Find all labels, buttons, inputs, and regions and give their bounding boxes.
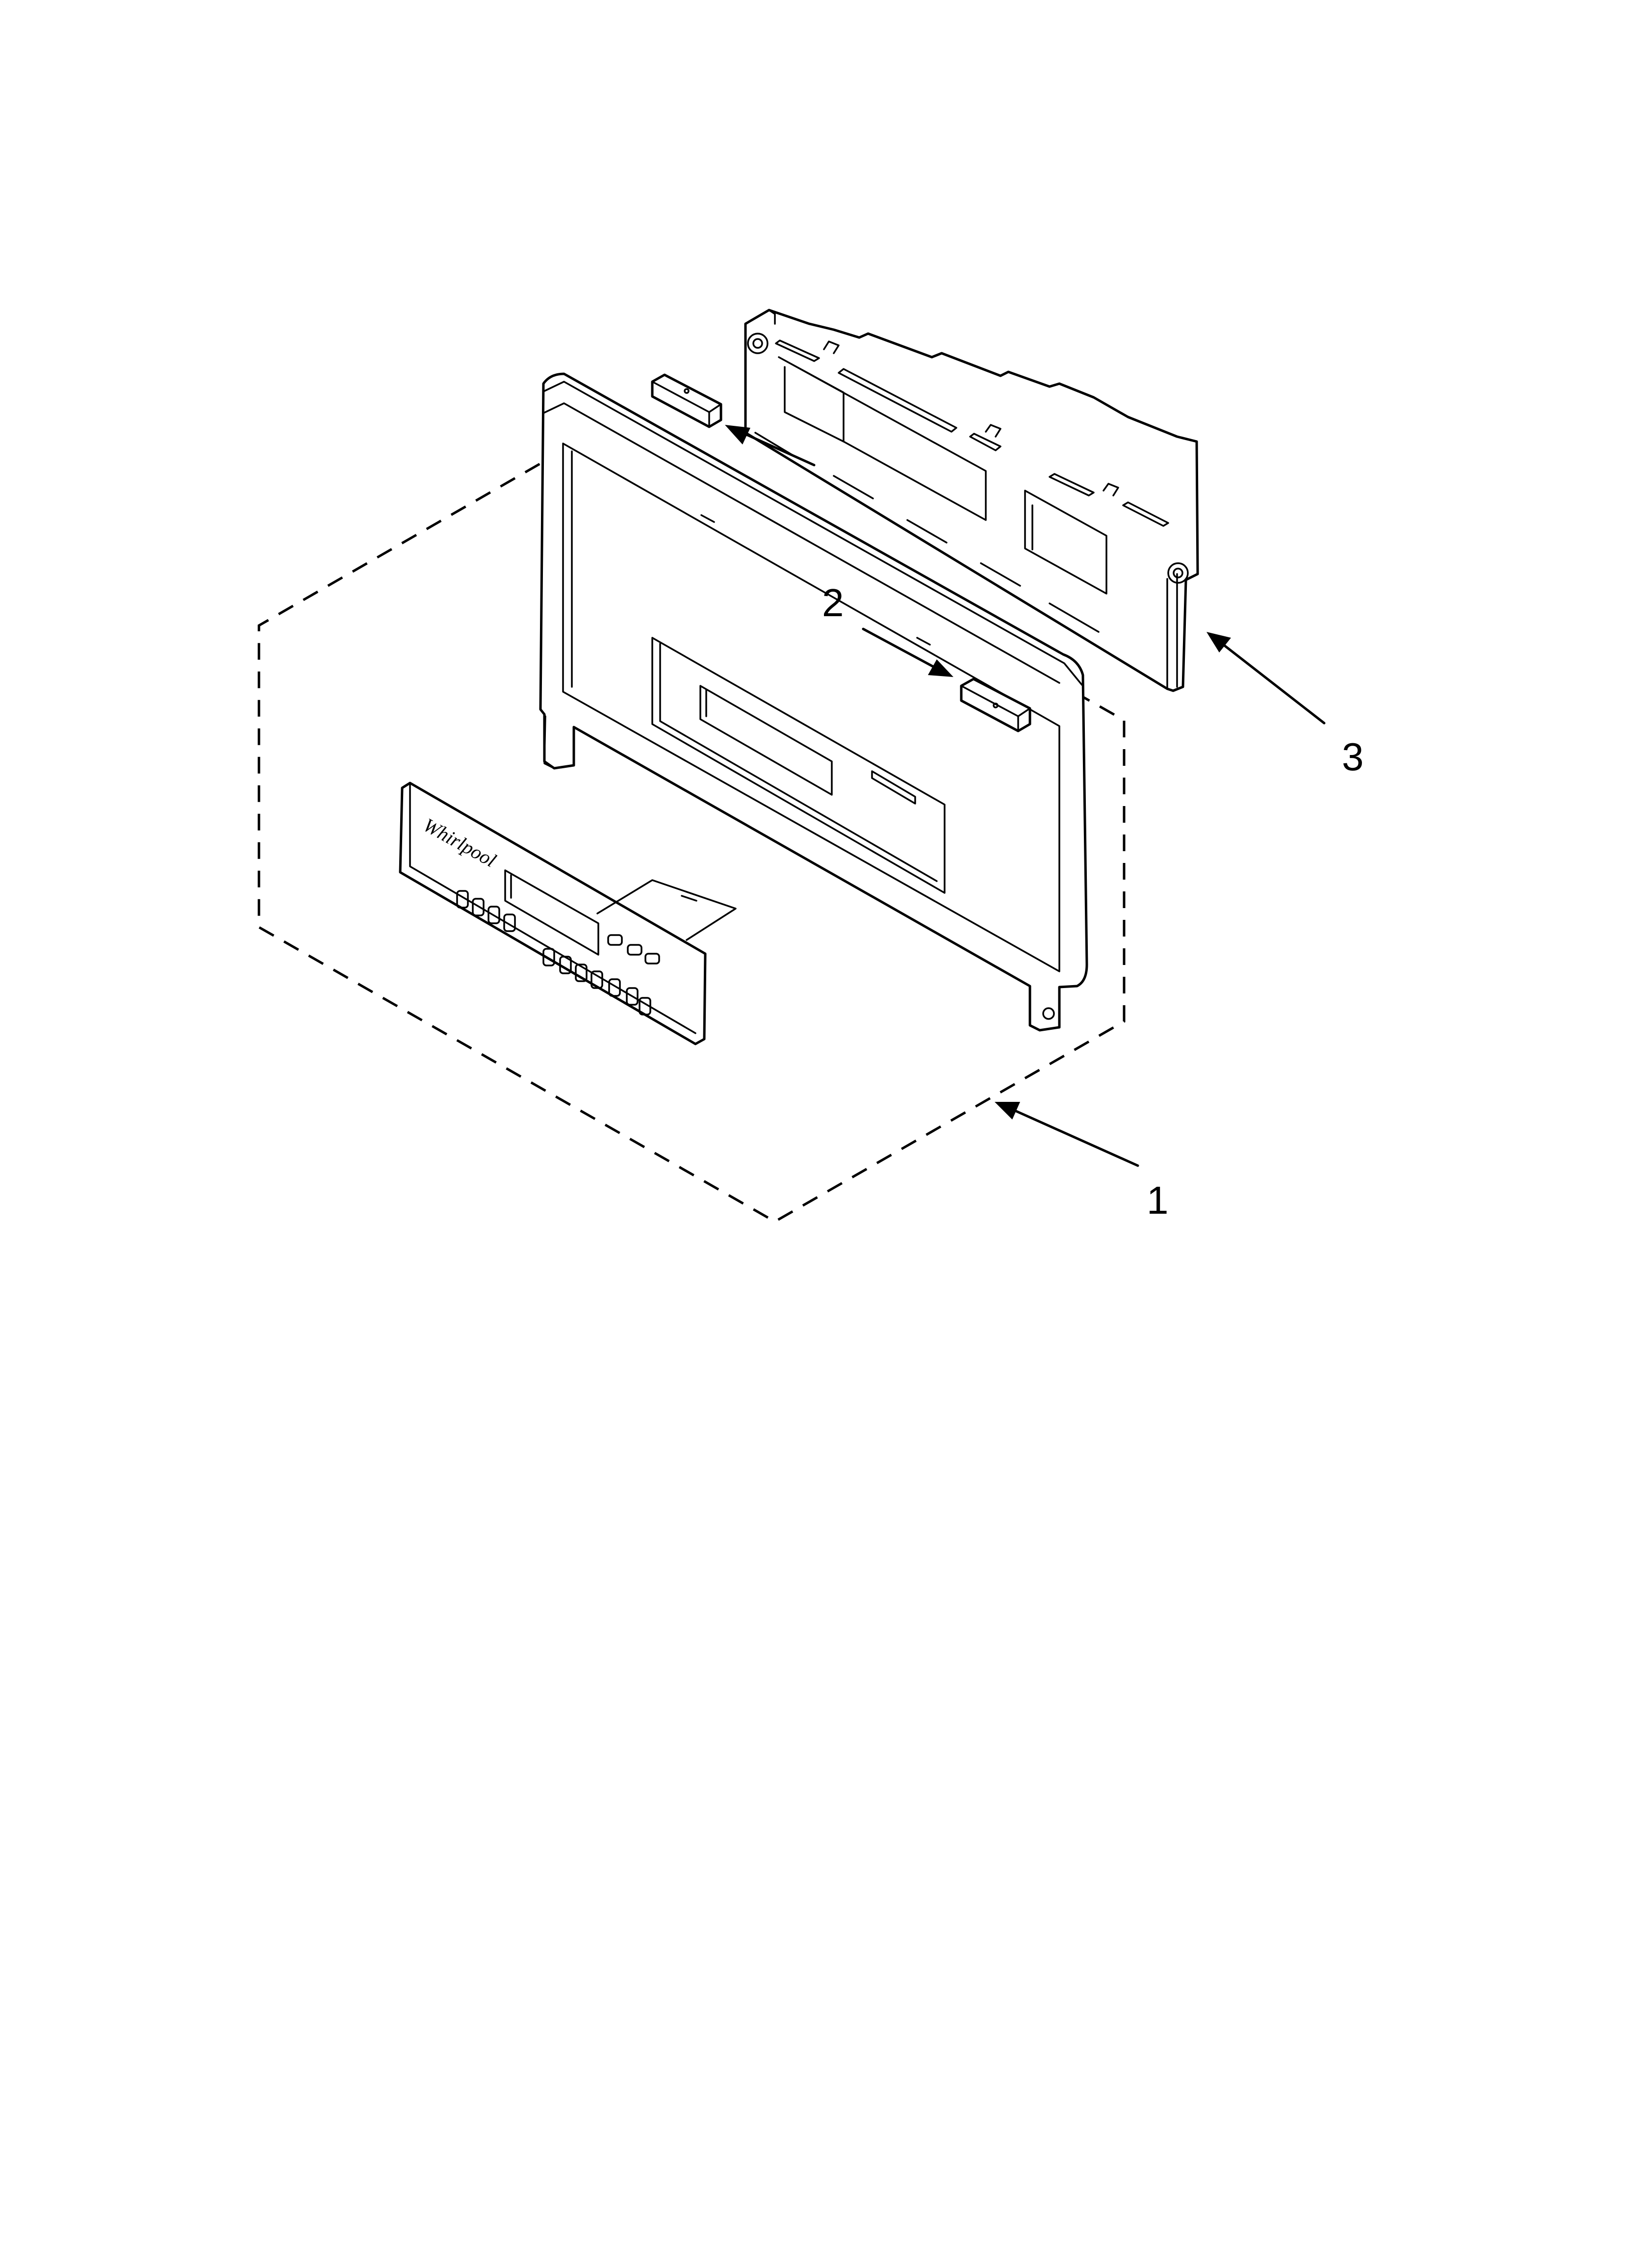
callout-3: 3 <box>1206 632 1364 779</box>
assembly-boundary <box>257 425 1126 1223</box>
callout-label-2: 2 <box>822 581 844 625</box>
callout-label-3: 3 <box>1342 735 1364 779</box>
part-spacer-block-upper <box>651 373 722 428</box>
keypad-buttons <box>456 890 660 1016</box>
callout-1: 1 <box>995 1102 1169 1222</box>
callout-label-1: 1 <box>1147 1178 1169 1222</box>
part-control-housing <box>744 309 1199 692</box>
callout-2: 2 <box>725 425 953 677</box>
part-spacer-block-lower <box>960 678 1031 732</box>
part-control-panel-frame <box>539 372 1088 1032</box>
part-keypad-overlay: Whirlpool <box>399 782 737 1045</box>
